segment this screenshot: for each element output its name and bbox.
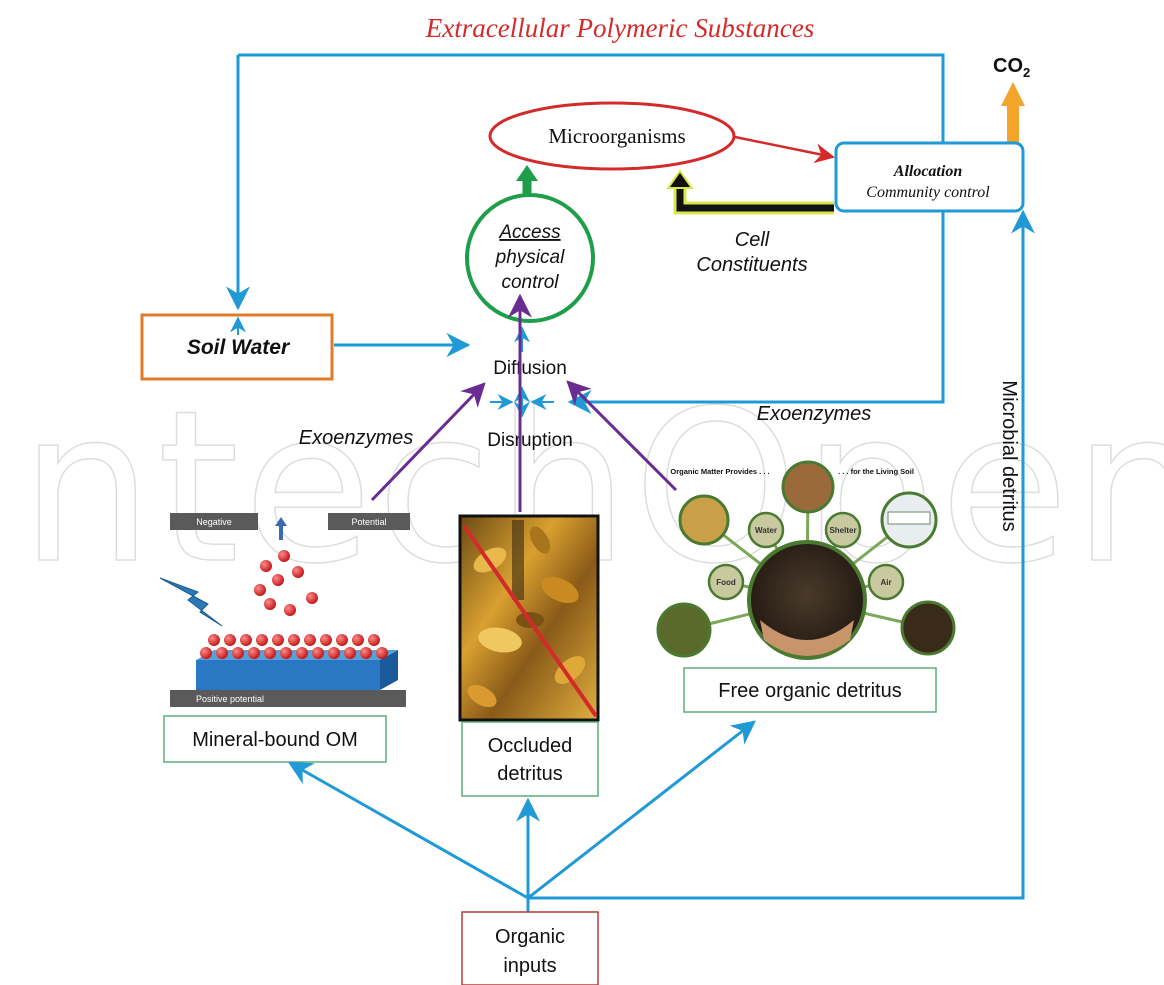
microbial-detritus-arrow (528, 209, 1035, 900)
organic-label: Organic (495, 926, 565, 948)
mineral-bound-box (163, 715, 387, 763)
microorganisms-to-allocation-arrow (734, 135, 835, 164)
free-organic-box (683, 667, 937, 713)
food-label: Food (716, 578, 736, 587)
greenhouse-shape (887, 511, 931, 525)
allocation-label: Allocation (893, 163, 963, 180)
access-label: Access (498, 222, 561, 243)
disruption-label: Disruption (487, 430, 573, 451)
free-molecules (254, 550, 318, 616)
co2-arrow-head (1001, 82, 1025, 106)
living-soil-label: . . . for the Living Soil (838, 467, 914, 476)
cell-label: Cell (735, 229, 770, 251)
potential-bar (328, 513, 410, 530)
negative-bar (170, 513, 258, 530)
detritus-label: detritus (497, 763, 563, 785)
bound-molecules (200, 634, 388, 659)
negative-label: Negative (196, 517, 232, 527)
occluded-detritus-box (461, 721, 599, 797)
fungi-photo (678, 494, 730, 546)
inputs-to-free-arrow (527, 720, 756, 900)
soil-water-label: Soil Water (187, 336, 291, 359)
soil-sample-photo (900, 600, 956, 656)
om-provides-label: Organic Matter Provides . . . (670, 467, 769, 476)
physical-label: physical (495, 247, 565, 268)
diffusion-label: Diffusion (493, 358, 567, 379)
occluded-cross-line (462, 524, 598, 718)
water-node (747, 511, 785, 549)
air-node (867, 563, 905, 601)
microorganisms-label: Microorganisms (548, 124, 685, 148)
exoenzymes-left-label: Exoenzymes (299, 427, 414, 449)
exoenzymes-right-label: Exoenzymes (757, 403, 872, 425)
soil-water-node (140, 313, 334, 381)
occluded-label: Occluded (488, 735, 573, 757)
mineral-slab (196, 660, 380, 690)
desorption-arrow-head (275, 517, 287, 526)
mineral-to-diffusion-arrow (370, 382, 486, 502)
hands-shape (760, 620, 854, 656)
control-label: control (501, 272, 559, 293)
soil-in-hands-photo (747, 540, 867, 660)
lightning-icon (159, 577, 223, 627)
food-node (707, 563, 745, 601)
positive-potential-label: Positive potential (196, 694, 264, 704)
water-label: Water (755, 526, 777, 535)
shelter-label: Shelter (829, 526, 856, 535)
mineral-bound-illustration: Negative Potential Positive potential (159, 513, 410, 707)
free-organic-illustration: Organic Matter Provides . . . . . . for … (656, 460, 956, 660)
allocation-node (834, 141, 1025, 213)
microorganisms-node (488, 101, 736, 171)
eps-loop-arrow (238, 53, 945, 414)
mineral-bound-label: Mineral-bound OM (192, 729, 358, 751)
shelter-node (824, 511, 862, 549)
inputs-to-mineral-arrow (287, 761, 529, 900)
constituents-label: Constituents (696, 254, 807, 276)
roots-photo (656, 602, 712, 658)
access-node (465, 193, 595, 323)
co2-label: CO2 (993, 55, 1030, 80)
free-to-diffusion-arrow (566, 380, 678, 492)
mineral-slab-side (380, 650, 398, 690)
microbial-detritus-label: Microbial detritus (998, 380, 1020, 531)
mulch-photo (781, 460, 835, 514)
air-label: Air (880, 578, 891, 587)
organic-inputs-box (461, 911, 599, 985)
cell-constituents-arrow-head (666, 169, 694, 189)
positive-potential-bar (170, 690, 406, 707)
cell-constituents-arrow (676, 186, 834, 212)
community-control-label: Community control (866, 184, 990, 201)
potential-label: Potential (351, 517, 386, 527)
diagram-title: Extracellular Polymeric Substances (425, 13, 814, 43)
inputs-label: inputs (503, 955, 556, 977)
access-arrow-head (516, 165, 538, 181)
free-organic-label: Free organic detritus (718, 680, 901, 702)
